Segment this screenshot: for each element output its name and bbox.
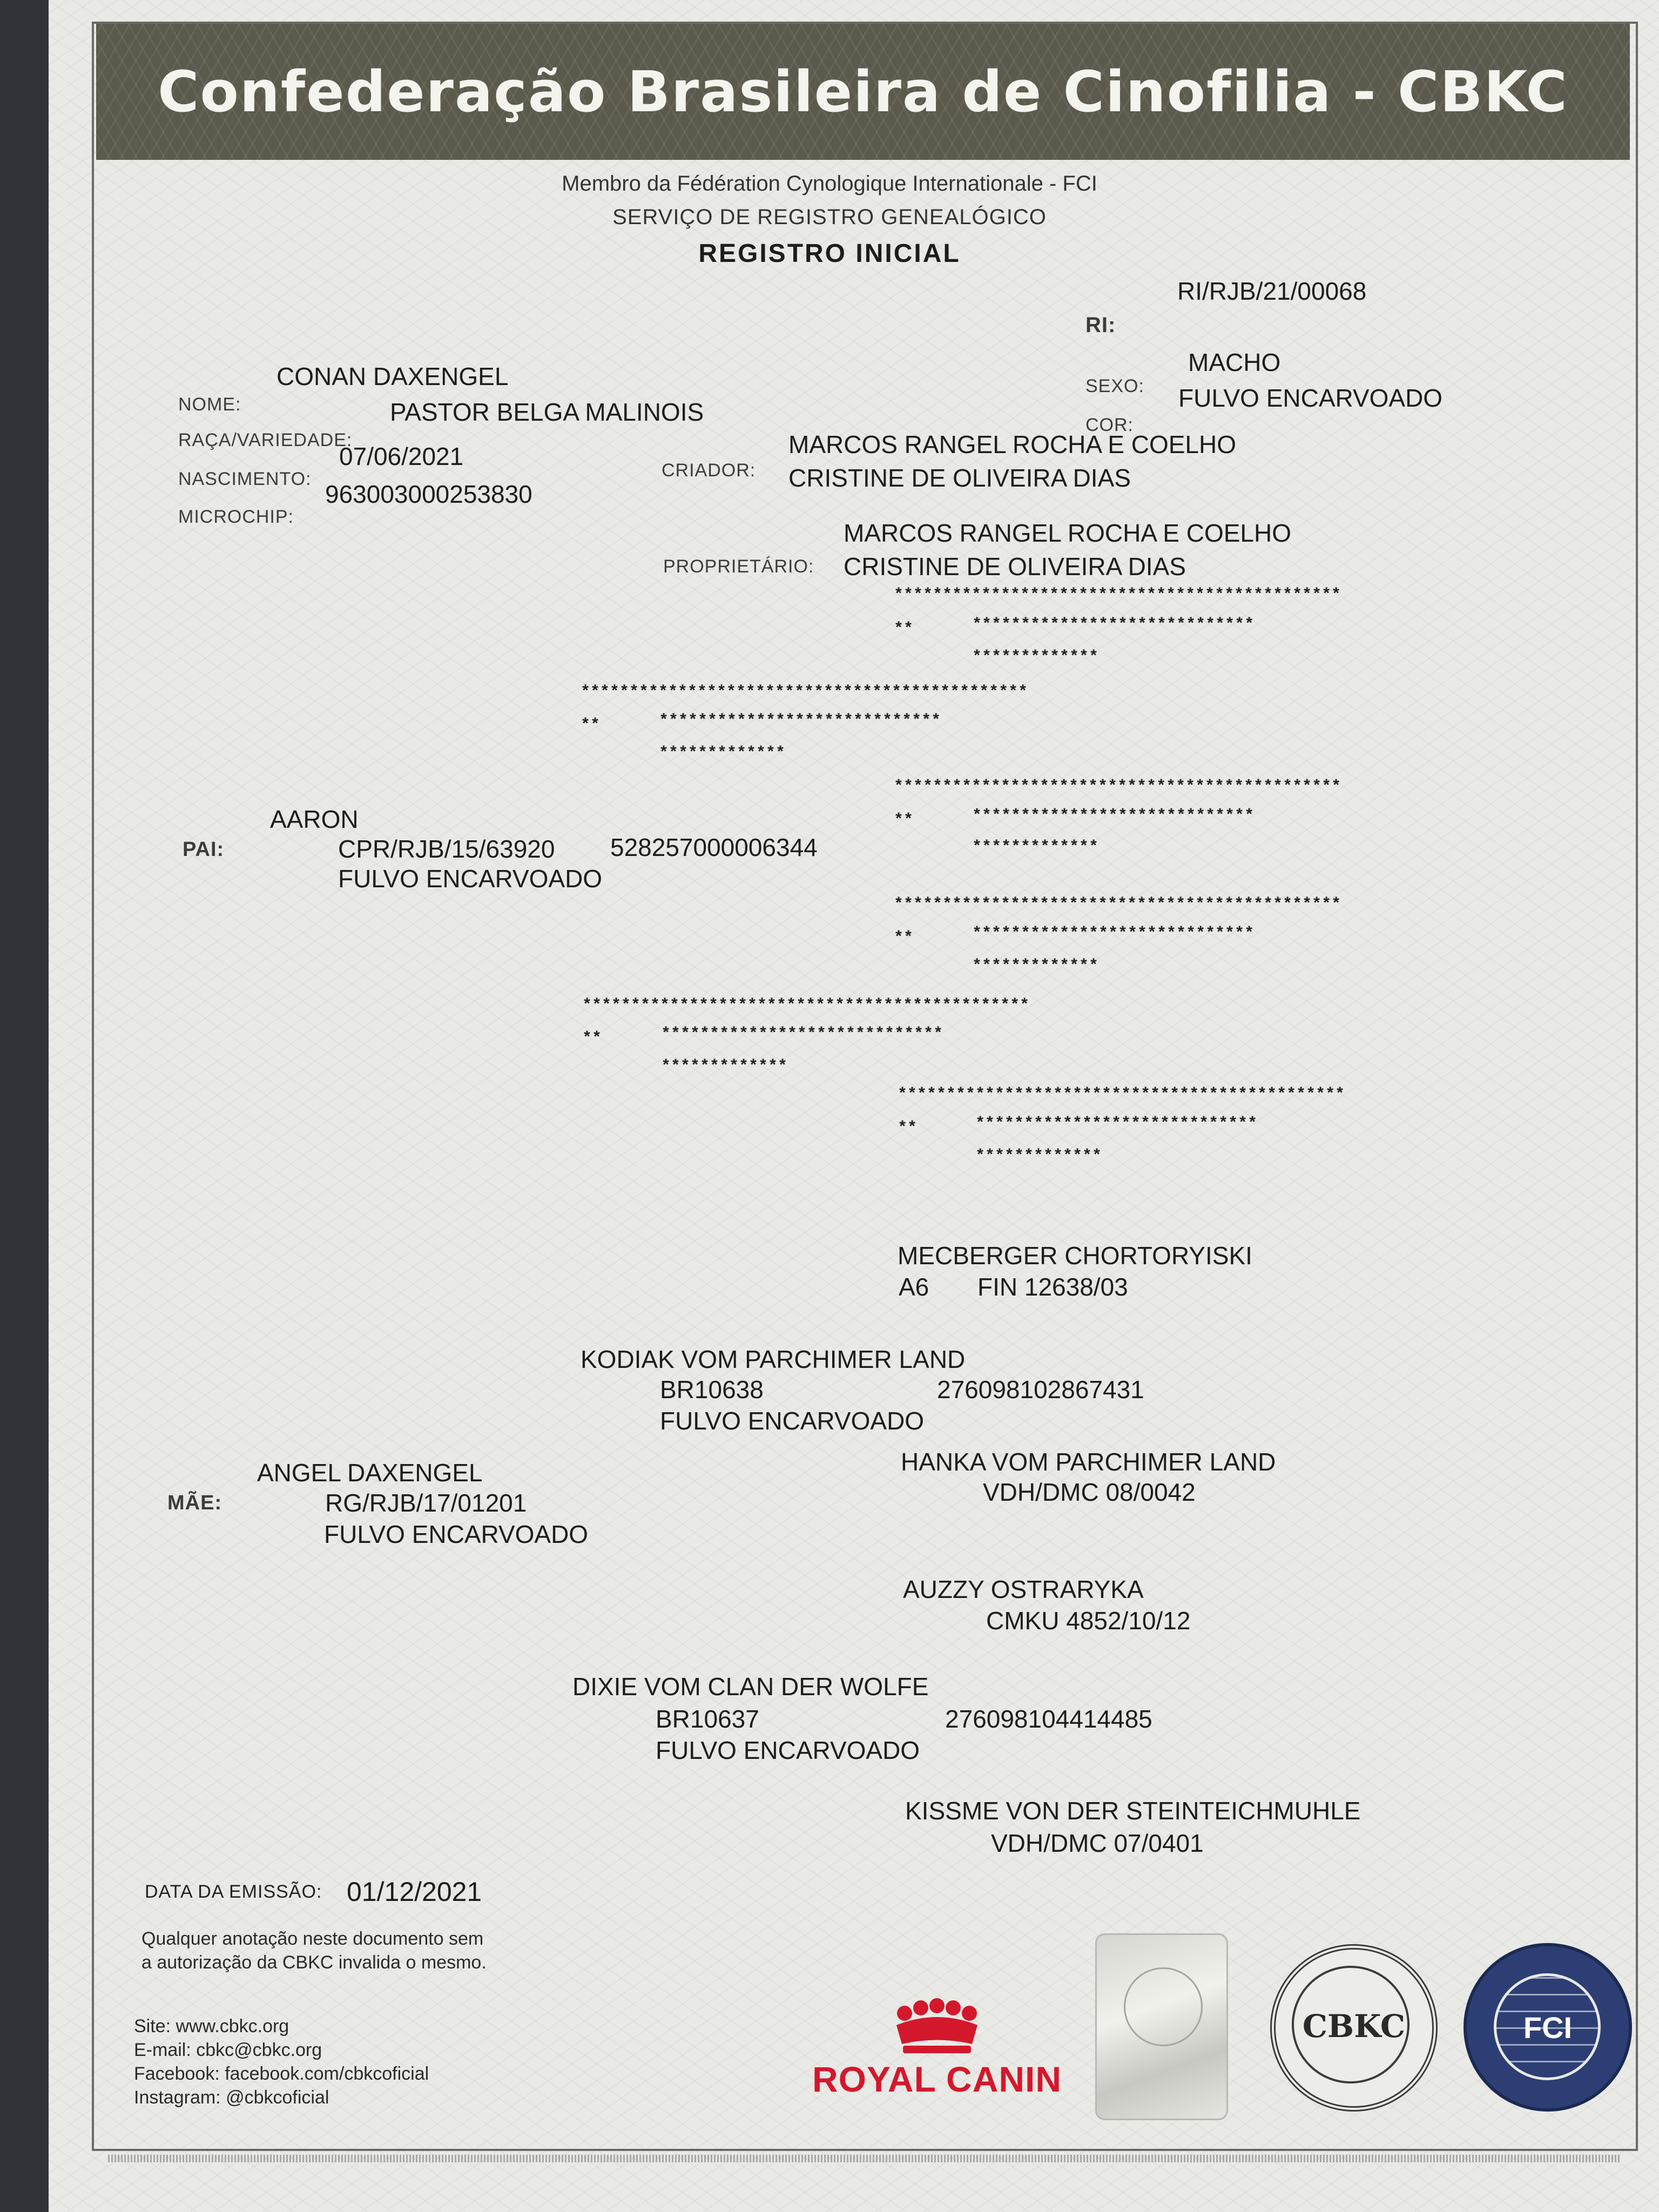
ggsire-2-name: AUZZY OSTRARYKA [903, 1575, 1144, 1603]
fci-seal-text: FCI [1523, 2011, 1573, 2045]
contact-site: Site: www.cbkc.org [134, 2016, 289, 2036]
breeder-label: CRIADOR: [662, 460, 756, 481]
owner-line-1: MARCOS RANGEL ROCHA E COELHO [844, 519, 1292, 547]
fci-seal: FCI [1464, 1943, 1632, 2112]
name-label: NOME: [178, 394, 241, 415]
royal-canin-wordmark: ROYAL CANIN [812, 2059, 1062, 2099]
maternal-grandsire-registration: BR10638 [660, 1375, 764, 1404]
masked-entry: ***************************** [972, 616, 1255, 634]
ggsire-1-code: A6 [899, 1273, 929, 1301]
hologram-seal [1095, 1933, 1228, 2120]
contact-instagram: Instagram: @cbkcoficial [134, 2087, 329, 2108]
ggsire-1-registration: FIN 12638/03 [977, 1273, 1128, 1301]
sire-color: FULVO ENCARVOADO [338, 865, 603, 893]
cbkc-seal: CBKC [1270, 1944, 1438, 2112]
masked-entry: ************* [661, 1057, 788, 1076]
masked-entry: ** [581, 716, 601, 734]
issue-date-label: DATA DA EMISSÃO: [145, 1881, 322, 1902]
owner-line-2: CRISTINE DE OLIVEIRA DIAS [844, 552, 1186, 581]
ri-label: RI: [1085, 313, 1116, 337]
maternal-granddam-name: DIXIE VOM CLAN DER WOLFE [572, 1673, 929, 1701]
masked-entry: ***************************** [975, 1115, 1258, 1133]
microchip-value: 963003000253830 [325, 480, 532, 508]
certificate-border [92, 22, 1638, 2151]
masked-entry: ****************************************… [894, 586, 1341, 604]
masked-entry: ***************************** [972, 807, 1255, 825]
maternal-granddam-registration: BR10637 [656, 1705, 759, 1733]
masked-entry: ***************************** [661, 1025, 943, 1043]
masked-entry: ** [898, 1119, 918, 1137]
breeder-line-1: MARCOS RANGEL ROCHA E COELHO [788, 430, 1237, 458]
masked-entry: ***************************** [659, 712, 941, 730]
sex-label: SEXO: [1085, 376, 1144, 396]
document-type: REGISTRO INICIAL [698, 239, 961, 268]
sire-registration: CPR/RJB/15/63920 [338, 835, 555, 863]
maternal-granddam-color: FULVO ENCARVOADO [656, 1736, 920, 1764]
masked-entry: ************* [972, 648, 1099, 666]
maternal-grandsire-color: FULVO ENCARVOADO [660, 1407, 925, 1435]
cbkc-seal-text: CBKC [1302, 2008, 1406, 2045]
color-value: FULVO ENCARVOADO [1178, 384, 1443, 412]
birth-label: NASCIMENTO: [178, 469, 312, 489]
contact-email: E-mail: cbkc@cbkc.org [134, 2040, 322, 2060]
breed-label: RAÇA/VARIEDADE: [178, 430, 353, 450]
sex-value: MACHO [1188, 348, 1281, 376]
ggsire-2-registration: CMKU 4852/10/12 [986, 1607, 1191, 1635]
maternal-grandsire-microchip: 276098102867431 [937, 1375, 1144, 1404]
masked-entry: ************* [659, 744, 786, 763]
header-banner: Confederação Brasileira de Cinofilia - C… [96, 24, 1630, 160]
disclaimer-line-2: a autorização da CBKC invalida o mesmo. [141, 1952, 487, 1973]
maternal-granddam-microchip: 276098104414485 [945, 1705, 1152, 1733]
masked-entry: ****************************************… [582, 996, 1030, 1015]
masked-entry: ****************************************… [898, 1085, 1345, 1104]
ggdam-2-name: KISSME VON DER STEINTEICHMUHLE [905, 1797, 1361, 1825]
header-title: Confederação Brasileira de Cinofilia - C… [158, 59, 1568, 125]
masked-entry: ** [894, 929, 914, 947]
fci-member-line: Membro da Fédération Cynologique Interna… [562, 172, 1097, 195]
ggsire-1-name: MECBERGER CHORTORYISKI [898, 1242, 1252, 1270]
masked-entry: ***************************** [972, 925, 1255, 943]
microprint-border [108, 2155, 1620, 2162]
maternal-grandsire-name: KODIAK VOM PARCHIMER LAND [581, 1345, 966, 1373]
sire-microchip: 528257000006344 [610, 833, 818, 861]
microchip-label: MICROCHIP: [178, 507, 294, 527]
masked-entry: ** [894, 811, 914, 830]
contact-info: Site: www.cbkc.org E-mail: cbkc@cbkc.org… [134, 2014, 429, 2109]
masked-entry: ** [894, 620, 914, 638]
masked-entry: ************* [975, 1147, 1102, 1165]
dam-color: FULVO ENCARVOADO [324, 1520, 589, 1548]
masked-entry: ************* [972, 838, 1099, 857]
masked-entry: ****************************************… [894, 778, 1341, 796]
masked-entry: ** [582, 1029, 602, 1048]
masked-entry: ****************************************… [581, 683, 1028, 702]
breeder-line-2: CRISTINE DE OLIVEIRA DIAS [788, 464, 1131, 492]
masked-entry: ************* [972, 957, 1099, 975]
disclaimer-line-1: Qualquer anotação neste documento sem [141, 1928, 484, 1949]
ggdam-1-name: HANKA VOM PARCHIMER LAND [901, 1448, 1276, 1476]
certificate-paper [49, 0, 1659, 2212]
dam-name: ANGEL DAXENGEL [257, 1459, 483, 1487]
ggdam-2-registration: VDH/DMC 07/0401 [991, 1829, 1204, 1857]
royal-canin-logo: ROYAL CANIN [810, 1998, 1064, 2099]
owner-label: PROPRIETÁRIO: [663, 556, 814, 577]
birth-value: 07/06/2021 [339, 442, 464, 470]
sire-name: AARON [270, 805, 359, 833]
masked-entry: ****************************************… [894, 895, 1341, 914]
issue-date-value: 01/12/2021 [347, 1877, 482, 1907]
contact-facebook: Facebook: facebook.com/cbkcoficial [134, 2063, 429, 2084]
breed-value: PASTOR BELGA MALINOIS [390, 398, 704, 426]
color-label: COR: [1085, 415, 1134, 435]
ri-value: RI/RJB/21/00068 [1177, 277, 1367, 305]
sire-label: PAI: [183, 838, 225, 861]
dam-registration: RG/RJB/17/01201 [325, 1489, 527, 1517]
service-line: SERVIÇO DE REGISTRO GENEALÓGICO [612, 205, 1047, 229]
dog-name: CONAN DAXENGEL [276, 362, 509, 390]
disclaimer: Qualquer anotação neste documento sem a … [141, 1927, 487, 1974]
crown-icon [896, 1998, 977, 2053]
ggdam-1-registration: VDH/DMC 08/0042 [983, 1478, 1196, 1506]
dam-label: MÃE: [167, 1492, 222, 1514]
